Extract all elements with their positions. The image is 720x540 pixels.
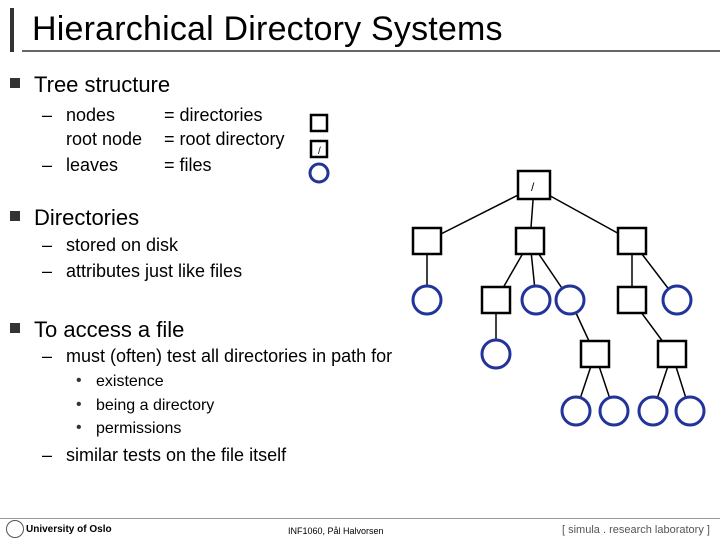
directory-node	[616, 285, 648, 315]
directory-node	[480, 285, 512, 315]
def-value-root: = root directory	[164, 129, 285, 149]
file-node	[554, 284, 586, 316]
square-bullet-icon	[10, 211, 20, 221]
sub-list-item: • existence	[76, 372, 164, 391]
def-term-leaves: leaves	[66, 155, 119, 175]
footer-course: INF1060, Pål Halvorsen	[288, 526, 384, 536]
dash: –	[42, 261, 53, 281]
def-row-nodes: –	[42, 105, 52, 126]
section-heading: To access a file	[34, 317, 185, 342]
directory-node	[411, 226, 443, 256]
round-bullet-icon: •	[76, 419, 82, 436]
file-node	[520, 284, 552, 316]
dash: –	[42, 235, 53, 255]
square-bullet-icon	[10, 78, 20, 88]
def-value-nodes: = directories	[164, 105, 263, 125]
sub-item-text: existence	[96, 373, 164, 390]
round-bullet-icon: •	[76, 396, 82, 413]
dash: –	[42, 346, 53, 366]
bullet-directories: Directories	[10, 205, 140, 231]
sub-list-item: • being a directory	[76, 396, 215, 415]
sub-item-text: permissions	[96, 420, 182, 437]
def-term-root: root node	[66, 129, 143, 149]
list-item: must (often) test all directories in pat…	[66, 346, 393, 366]
footer-university: University of Oslo	[26, 524, 112, 535]
directory-node	[579, 339, 611, 369]
university-seal-icon	[6, 520, 24, 538]
directory-legend-icon	[309, 113, 329, 133]
square-bullet-icon	[10, 323, 20, 333]
file-node	[411, 284, 443, 316]
file-node	[480, 338, 512, 370]
file-node	[674, 395, 706, 427]
bullet-tree-structure: Tree structure	[10, 72, 171, 98]
directory-node	[616, 226, 648, 256]
def-term-nodes: nodes	[66, 105, 116, 125]
file-node	[637, 395, 669, 427]
footer-divider	[0, 518, 720, 519]
root-directory-legend-icon	[309, 139, 329, 159]
page-title: Hierarchical Directory Systems	[32, 10, 503, 48]
title-accent-bar	[10, 8, 14, 52]
sub-list-item: • permissions	[76, 419, 182, 438]
section-heading: Directories	[34, 205, 140, 230]
root-node-label: /	[531, 180, 535, 194]
title-divider	[22, 50, 720, 52]
list-item: similar tests on the file itself	[66, 445, 287, 465]
file-legend-icon	[308, 162, 330, 184]
file-node	[560, 395, 592, 427]
file-node	[661, 284, 693, 316]
directory-node	[656, 339, 688, 369]
footer-lab-logo: [ simula . research laboratory ]	[562, 524, 710, 536]
root-directory-node	[516, 169, 552, 201]
sub-item-text: being a directory	[96, 397, 215, 414]
root-legend-label: /	[318, 146, 321, 157]
dash: –	[42, 105, 53, 125]
dash: –	[42, 445, 53, 465]
section-heading: Tree structure	[34, 72, 171, 97]
bullet-access-file: To access a file	[10, 317, 185, 343]
def-value-leaves: = files	[164, 155, 212, 175]
def-dash-leaves: –	[42, 155, 53, 175]
list-item: stored on disk	[66, 235, 179, 255]
round-bullet-icon: •	[76, 372, 82, 389]
directory-node	[514, 226, 546, 256]
file-node	[598, 395, 630, 427]
list-item: attributes just like files	[66, 261, 243, 281]
